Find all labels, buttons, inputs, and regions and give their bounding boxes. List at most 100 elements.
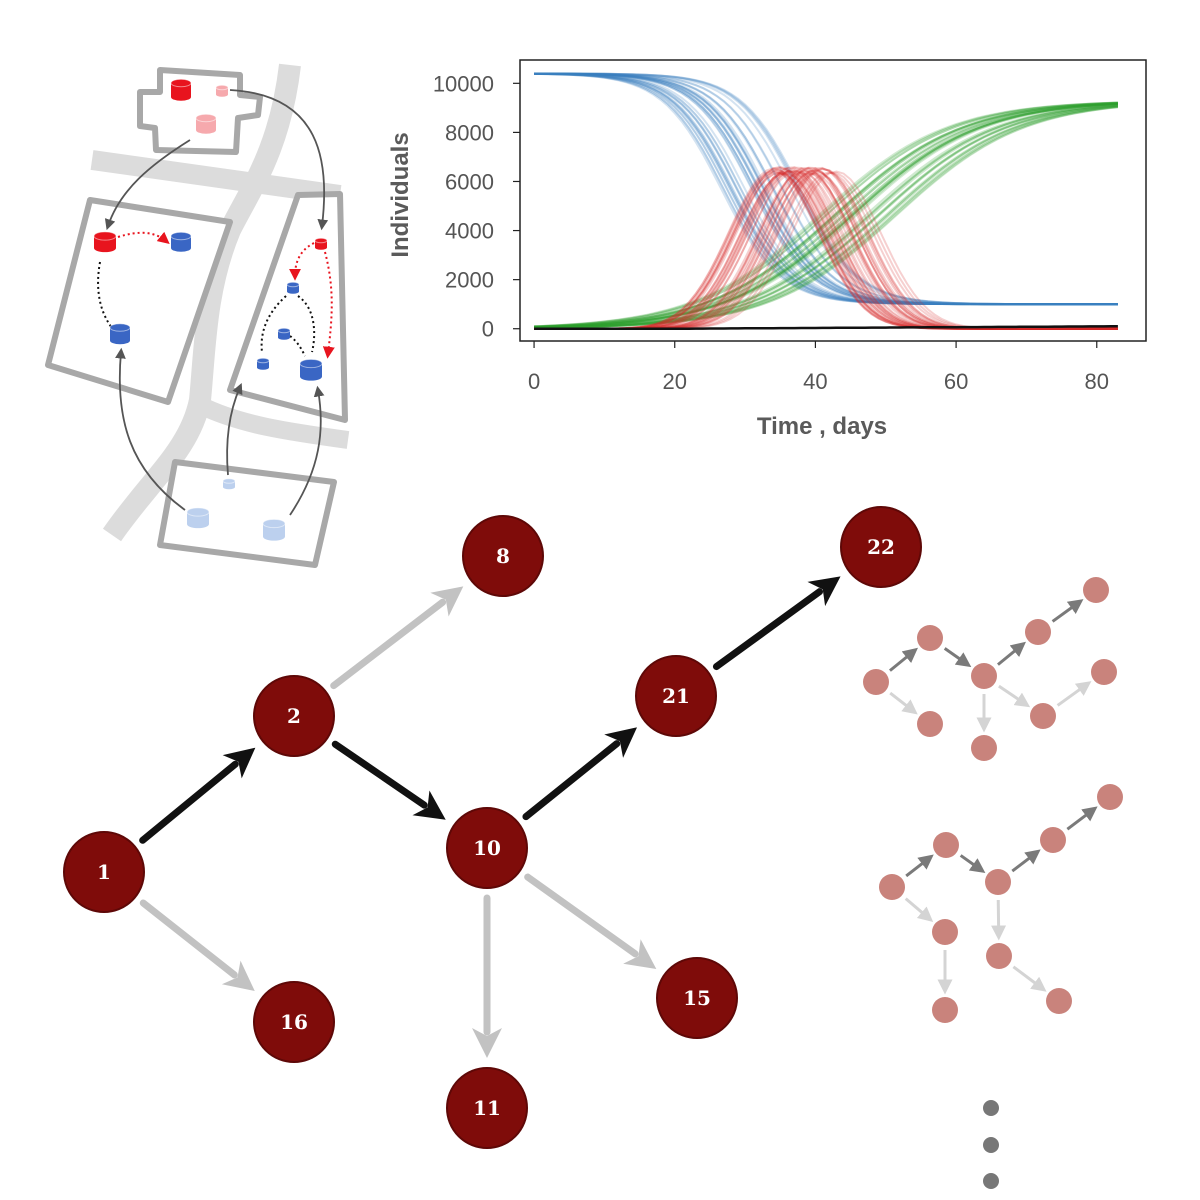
susceptible-run <box>534 72 1118 306</box>
recovered-run <box>534 101 1118 328</box>
recovered-run <box>534 104 1118 329</box>
recovered-run <box>534 102 1118 328</box>
mini-inactive-edge <box>889 691 918 715</box>
susceptible-run <box>534 72 1118 306</box>
tree-node-label: 8 <box>496 544 510 568</box>
chart-lines <box>534 72 1118 330</box>
recovered-run <box>534 102 1118 328</box>
active-transmission-edge <box>331 740 446 820</box>
mini-tree-node <box>985 869 1011 895</box>
recovered-run <box>534 104 1118 329</box>
ellipsis-dot <box>983 1173 999 1189</box>
tree-node-label: 10 <box>473 836 501 860</box>
recovered-run <box>534 106 1118 329</box>
mini-tree-node <box>1083 577 1109 603</box>
recovered-run <box>534 101 1118 328</box>
contact-link <box>260 295 287 353</box>
dead-line <box>534 325 1118 330</box>
mini-active-edge <box>959 854 986 874</box>
person-cylinder <box>262 518 286 541</box>
ellipsis-dots <box>983 1100 999 1189</box>
susceptible-run <box>534 72 1118 306</box>
person-cylinder <box>215 84 229 97</box>
susceptible-run <box>534 72 1118 306</box>
movement-arrow <box>104 139 191 231</box>
y-tick-label: 2000 <box>445 268 494 293</box>
susceptible-run <box>534 72 1118 306</box>
tree-node-label: 1 <box>97 860 111 884</box>
mini-active-edge <box>1051 599 1084 623</box>
susceptible-run <box>534 72 1118 306</box>
recovered-run <box>534 102 1118 329</box>
mini-trees <box>863 577 1123 1023</box>
susceptible-run <box>534 72 1118 306</box>
susceptible-run <box>534 72 1118 306</box>
tree-node-label: 21 <box>662 684 690 708</box>
mini-inactive-edge <box>904 897 934 922</box>
susceptible-run <box>534 72 1118 306</box>
tree-edges <box>139 576 841 1058</box>
recovered-run <box>534 102 1118 329</box>
chart-frame <box>519 59 1147 342</box>
x-tick-label: 20 <box>662 369 686 394</box>
mini-tree-node <box>971 663 997 689</box>
person-cylinder <box>170 78 192 101</box>
susceptible-run <box>534 72 1118 306</box>
recovered-run <box>534 102 1118 329</box>
x-tick-label: 60 <box>944 369 968 394</box>
tree-node-label: 2 <box>287 704 301 728</box>
tree-node-label: 11 <box>473 1096 501 1120</box>
y-tick-label: 6000 <box>445 169 494 194</box>
mini-active-edge <box>943 647 972 668</box>
susceptible-run <box>534 72 1118 306</box>
recovered-run <box>534 101 1118 328</box>
susceptible-run <box>534 72 1118 306</box>
infection-arrow <box>117 231 170 245</box>
recovered-run <box>534 105 1118 329</box>
mini-active-edge <box>905 854 934 878</box>
x-axis-title: Time , days <box>757 413 887 440</box>
recovered-run <box>534 105 1118 329</box>
tree-node: 15 <box>656 957 738 1039</box>
recovered-run <box>534 102 1118 328</box>
recovered-run <box>534 103 1118 329</box>
mini-tree-node <box>1040 827 1066 853</box>
susceptible-run <box>534 72 1118 306</box>
tree-node: 21 <box>635 655 717 737</box>
susceptible-run <box>534 72 1118 306</box>
recovered-run <box>534 104 1118 329</box>
person-cylinder <box>109 323 131 345</box>
recovered-run <box>534 102 1118 329</box>
susceptible-run <box>534 72 1118 306</box>
susceptible-run <box>534 72 1118 306</box>
inactive-transmission-edge <box>330 586 464 690</box>
susceptible-run <box>534 72 1118 306</box>
building-right <box>227 191 348 423</box>
mini-tree-node <box>986 943 1012 969</box>
person-cylinder <box>195 113 217 134</box>
susceptible-run <box>534 72 1118 306</box>
mini-active-edge <box>889 647 918 672</box>
movement-arrow <box>226 383 243 476</box>
recovered-run <box>534 105 1118 329</box>
susceptible-run <box>534 72 1118 306</box>
mini-tree-node <box>879 874 905 900</box>
building-top <box>137 67 263 155</box>
person-cylinder <box>186 507 210 529</box>
recovered-run <box>534 104 1118 329</box>
susceptible-run <box>534 72 1118 306</box>
active-transmission-edge <box>712 576 841 671</box>
susceptible-run <box>534 72 1118 306</box>
recovered-run <box>534 103 1118 329</box>
mini-tree-node <box>917 711 943 737</box>
y-tick-label: 4000 <box>445 219 494 244</box>
tree-node-label: 16 <box>280 1010 308 1034</box>
mini-inactive-edge <box>1056 681 1092 707</box>
inactive-transmission-edge <box>524 873 657 969</box>
recovered-run <box>534 104 1118 329</box>
contact-link <box>297 295 316 353</box>
recovered-run <box>534 103 1118 329</box>
